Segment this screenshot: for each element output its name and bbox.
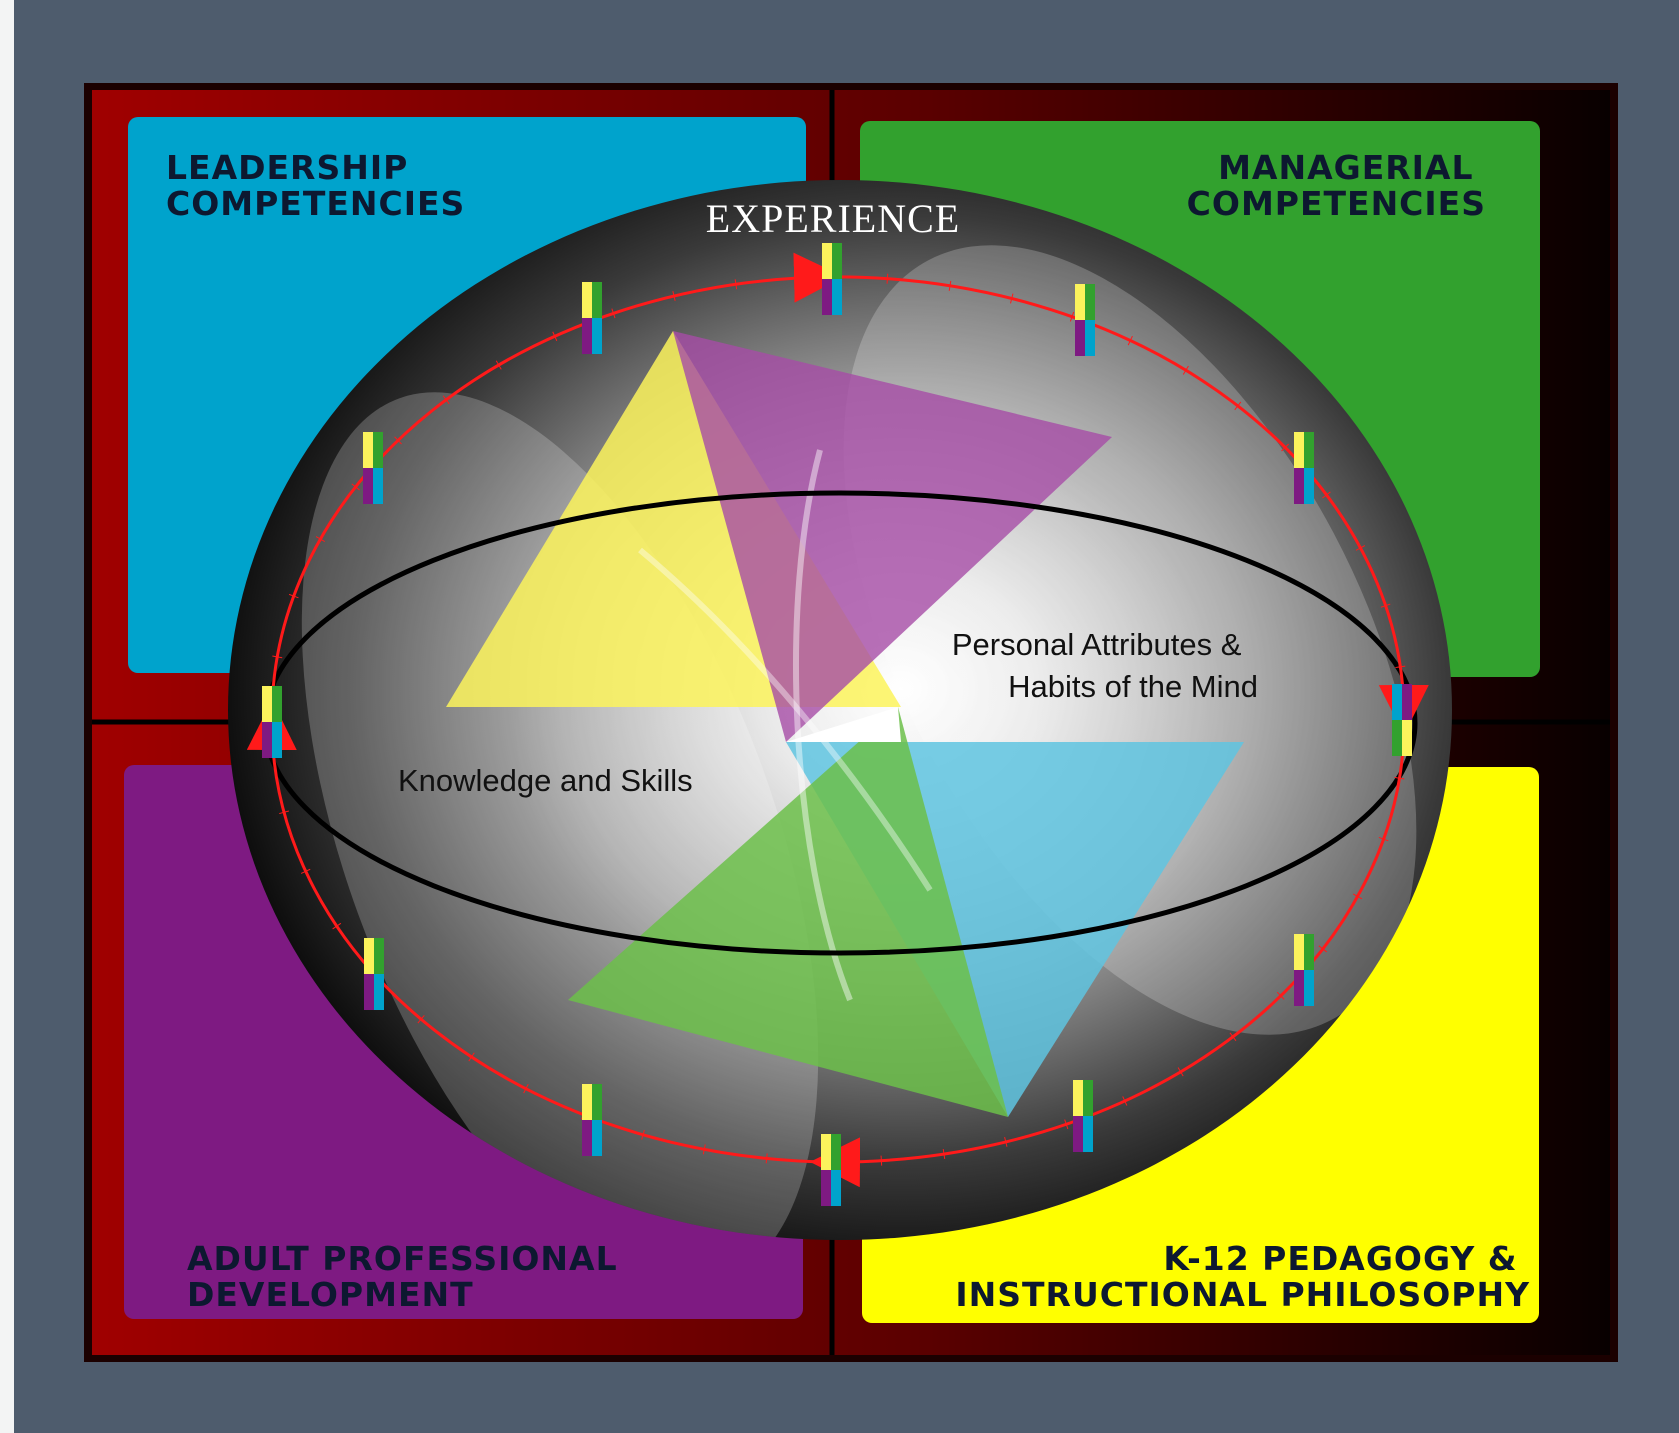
cycle-marker xyxy=(262,686,282,758)
cycle-marker xyxy=(363,432,383,504)
experience-label: EXPERIENCE xyxy=(706,196,960,241)
cycle-marker xyxy=(822,243,842,315)
experience-cycle xyxy=(246,252,1429,1188)
cycle-marker xyxy=(1392,684,1412,756)
cycle-marker xyxy=(364,938,384,1010)
leadership-title: LEADERSHIP COMPETENCIES xyxy=(166,148,465,223)
cycle-markers xyxy=(262,243,1412,1206)
cycle-marker xyxy=(821,1134,841,1206)
knowledge-label: Knowledge and Skills xyxy=(398,763,693,798)
experience-sphere xyxy=(228,180,1452,1240)
adult-development-title: ADULT PROFESSIONAL DEVELOPMENT xyxy=(187,1239,630,1314)
attributes-triangle xyxy=(673,331,1112,742)
cycle-marker xyxy=(582,1084,602,1156)
managerial-title: MANAGERIAL COMPETENCIES xyxy=(1187,148,1486,223)
k12-pedagogy-title: K-12 PEDAGOGY & INSTRUCTIONAL PHILOSOPHY xyxy=(955,1239,1530,1314)
page-left-edge xyxy=(0,0,14,1433)
development-triangle xyxy=(568,707,1008,1117)
attributes-label: Personal Attributes & Habits of the Mind xyxy=(952,627,1258,704)
cycle-marker xyxy=(1294,432,1314,504)
cycle-marker xyxy=(1073,1080,1093,1152)
cycle-marker xyxy=(1294,934,1314,1006)
cycle-marker xyxy=(582,282,602,354)
cycle-marker xyxy=(1075,284,1095,356)
